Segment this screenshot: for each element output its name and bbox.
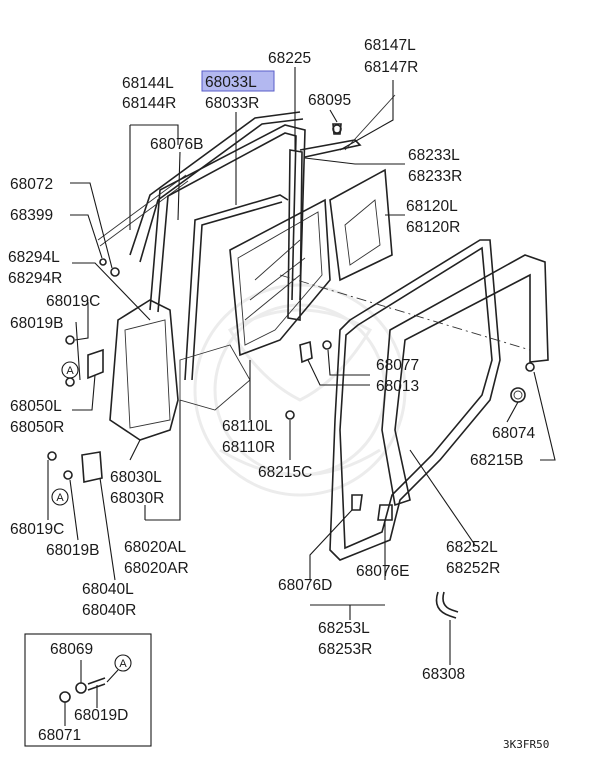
svg-text:A: A: [56, 492, 64, 504]
label-68294L: 68294L: [8, 249, 60, 266]
label-68399: 68399: [10, 207, 53, 224]
callout-a-1: A: [61, 361, 79, 379]
label-68253L: 68253L: [318, 620, 370, 637]
label-68040R: 68040R: [82, 602, 136, 619]
callout-a-3: A: [114, 654, 132, 672]
label-68147R: 68147R: [364, 59, 418, 76]
label-68071: 68071: [38, 727, 81, 744]
label-68050R: 68050R: [10, 419, 64, 436]
label-68072: 68072: [10, 176, 53, 193]
label-68233L: 68233L: [408, 147, 460, 164]
leader-lines: [47, 67, 556, 665]
label-68013: 68013: [376, 378, 419, 395]
label-68030R: 68030R: [110, 490, 164, 507]
label-68110R: 68110R: [222, 439, 275, 456]
part-labels: 68144L 68144R 68033L 68033R 68225 68147L…: [8, 37, 535, 744]
label-68308: 68308: [422, 666, 465, 683]
label-68076B: 68076B: [150, 136, 203, 153]
label-68033R: 68033R: [205, 95, 259, 112]
label-68076D: 68076D: [278, 577, 332, 594]
label-68040L: 68040L: [82, 581, 134, 598]
label-68252L: 68252L: [446, 539, 498, 556]
label-68294R: 68294R: [8, 270, 62, 287]
label-68120L: 68120L: [406, 198, 458, 215]
label-68252R: 68252R: [446, 560, 500, 577]
label-68020AR: 68020AR: [124, 560, 189, 577]
label-68074: 68074: [492, 425, 535, 442]
label-68030L: 68030L: [110, 469, 162, 486]
svg-text:A: A: [119, 658, 127, 670]
callout-a-2: A: [51, 488, 69, 506]
label-68050L: 68050L: [10, 398, 62, 415]
label-68033L[interactable]: 68033L: [205, 74, 257, 91]
label-68233R: 68233R: [408, 168, 462, 185]
label-68019C-top: 68019C: [46, 293, 100, 310]
label-68147L: 68147L: [364, 37, 416, 54]
label-68253R: 68253R: [318, 641, 372, 658]
inset-detail-box: [24, 633, 152, 747]
label-68069: 68069: [50, 641, 93, 658]
label-68019C-bot: 68019C: [10, 521, 64, 538]
diagram-code: 3K3FR50: [503, 738, 549, 751]
label-68020AL: 68020AL: [124, 539, 186, 556]
door-weatherstrip-assembly: [279, 239, 549, 561]
label-68215C: 68215C: [258, 464, 312, 481]
label-68019B-bot: 68019B: [46, 542, 99, 559]
label-68215B: 68215B: [470, 452, 523, 469]
door-sash-assembly: [97, 94, 396, 441]
label-68110L: 68110L: [222, 418, 273, 435]
label-68076E: 68076E: [356, 563, 409, 580]
highlight-68033L: [201, 70, 275, 92]
label-68144R: 68144R: [122, 95, 176, 112]
label-68120R: 68120R: [406, 219, 460, 236]
fastener-parts: [47, 123, 535, 619]
label-68095: 68095: [308, 92, 351, 109]
svg-text:A: A: [66, 365, 74, 377]
label-68077: 68077: [376, 357, 419, 374]
label-68019B-top: 68019B: [10, 315, 63, 332]
label-68225: 68225: [268, 50, 311, 67]
label-68019D: 68019D: [74, 707, 128, 724]
label-68144L: 68144L: [122, 75, 174, 92]
